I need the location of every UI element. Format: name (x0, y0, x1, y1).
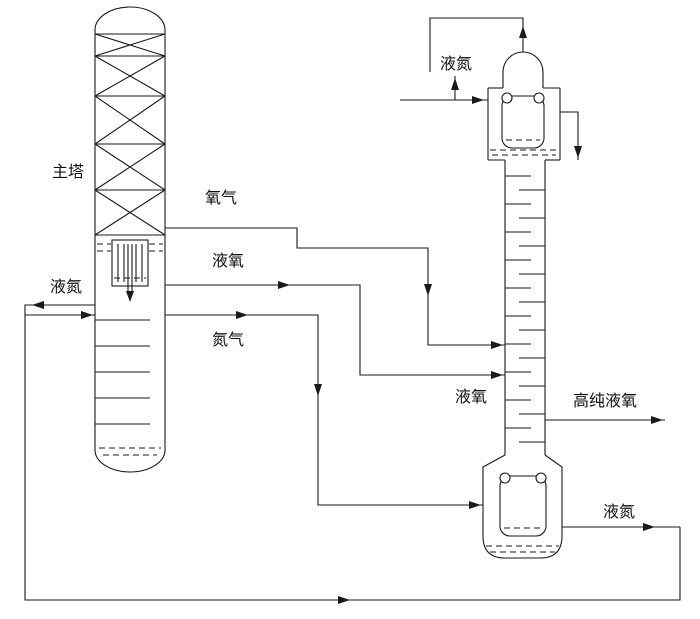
main-tower-dome (94, 6, 166, 31)
liquid-nitrogen-top-label: 液氮 (440, 55, 472, 73)
oxygen-gas-label: 氧气 (205, 189, 237, 207)
condenser-bundle (111, 239, 149, 287)
pipes (24, 17, 681, 601)
right-arrow-icon (472, 96, 484, 104)
right-arrow-icon (278, 281, 290, 289)
coil-port-icon (501, 92, 513, 104)
coil-port-icon (533, 92, 545, 104)
left-arrow-icon (32, 301, 44, 309)
liquid-nitrogen-left-label: 液氮 (50, 278, 82, 296)
condenser-coil (501, 95, 545, 149)
high-purity-lox-label: 高纯液氧 (573, 392, 637, 410)
reboiler-coil (499, 475, 547, 537)
main-tower-label: 主塔 (52, 163, 84, 181)
main-tower-bottom (94, 449, 166, 473)
main-tower-shell (94, 6, 166, 473)
main-tower-packing-sections (94, 33, 166, 236)
right-arrow-icon (491, 341, 503, 349)
liquid-oxygen-out-label: 液氧 (212, 252, 244, 270)
liquid-oxygen-feed-label: 液氧 (455, 388, 487, 406)
down-arrow-icon (314, 384, 322, 396)
labels: 主塔 氧气 液氧 液氮 氮气 液氮 液氧 高纯液氧 液氮 (50, 55, 637, 521)
right-arrow-icon (491, 371, 503, 379)
right-arrow-icon (338, 596, 350, 604)
right-arrow-icon (236, 311, 248, 319)
right-arrow-icon (651, 416, 663, 424)
pipe-liquid-nitrogen-loop (24, 304, 681, 601)
right-arrow-icon (643, 523, 655, 531)
main-tower-sump-level (99, 447, 161, 456)
bottom-reboiler-shell (482, 454, 563, 559)
purifier-column-trays (505, 175, 545, 443)
bottom-reboiler (482, 454, 563, 559)
right-arrow-icon (81, 311, 93, 319)
top-condenser-dome (502, 51, 544, 88)
liquid-nitrogen-bottom-label: 液氮 (603, 503, 635, 521)
up-arrow-icon (519, 26, 527, 38)
pipe-oxygen-gas (165, 227, 505, 346)
up-arrow-icon (451, 78, 459, 90)
down-arrow-icon (574, 146, 582, 158)
coil-port-icon (535, 472, 547, 484)
pipe-liquid-oxygen-feed (165, 284, 505, 376)
down-arrow-icon (424, 284, 432, 296)
main-tower-trays (95, 319, 150, 425)
purifier-column-shell (504, 160, 546, 455)
right-arrow-icon (469, 501, 481, 509)
main-tower-condenser (97, 239, 163, 302)
coil-port-icon (499, 472, 511, 484)
nitrogen-gas-label: 氮气 (212, 331, 244, 349)
flow-arrows (32, 26, 663, 604)
down-arrow-icon (126, 291, 134, 302)
top-condenser (487, 51, 561, 161)
pipe-reflux-step (560, 111, 579, 160)
